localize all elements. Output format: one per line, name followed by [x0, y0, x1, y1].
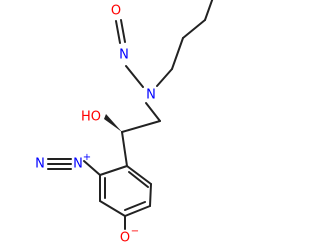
ring-bond-6 [99, 165, 128, 176]
bond-n-o-nitroso-2 [120, 19, 126, 43]
bond-butyl-1 [156, 68, 173, 87]
bond-butyl-2 [171, 37, 184, 70]
bond-n-o-nitroso-1 [115, 20, 121, 44]
bond-n-ch2 [145, 102, 161, 122]
ring-bond-4 [99, 200, 126, 217]
bond-ring-diazo [83, 160, 101, 176]
bonds [47, 0, 214, 230]
bond-ch-oh-wedge [104, 114, 122, 132]
ring-bond-3 [124, 205, 151, 217]
charge-phenolate-minus: − [131, 226, 139, 237]
atom-n-diazo-inner: N [73, 157, 83, 172]
bond-n-n [125, 65, 144, 88]
atom-n-nitroso: N [119, 48, 129, 63]
bond-ch2-ch [121, 120, 161, 133]
atom-n-diazo-outer: N [35, 157, 45, 172]
ring-bond-3-inner [124, 201, 146, 211]
ring-bond-2 [149, 183, 152, 207]
atom-o-phenolate: O [120, 231, 130, 246]
ring-bond-1 [126, 165, 152, 185]
atom-ho: HO [81, 110, 101, 125]
ring-bond-1-inner [128, 171, 149, 188]
atom-n-amine: N [146, 88, 156, 103]
atom-labels: O N N HO N N + O − [35, 4, 156, 246]
atom-o-nitroso: O [111, 4, 121, 19]
charge-diazo-plus: + [83, 152, 91, 163]
bond-ch-ring [121, 131, 128, 167]
bond-butyl-4 [204, 0, 214, 21]
molecule-structure: O N N HO N N + O − [35, 0, 214, 246]
bond-butyl-3 [182, 19, 206, 39]
